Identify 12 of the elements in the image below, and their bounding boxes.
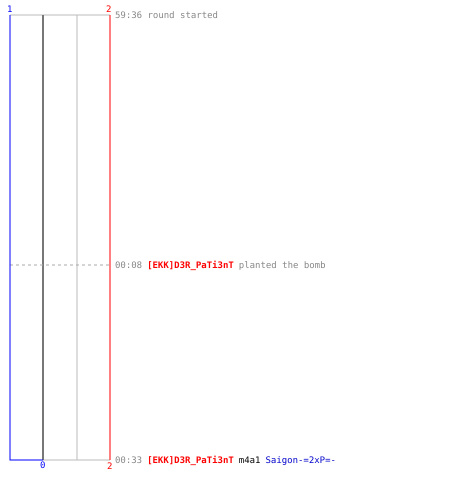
event-time: 00:33 — [115, 456, 142, 466]
event-time: 00:08 — [115, 261, 142, 271]
axis-value: 2 — [106, 5, 112, 15]
player-name: Saigon-=2xP=- — [265, 456, 336, 466]
player-name: [EKK]D3R_PaTi3nT — [147, 456, 234, 466]
axis-value: 0 — [40, 461, 46, 471]
event-text: 59:36 round started — [115, 11, 218, 21]
axis-value: 2 — [107, 462, 112, 472]
player-name: [EKK]D3R_PaTi3nT — [147, 261, 234, 271]
axis-value: 1 — [7, 5, 12, 15]
event-text: planted the bomb — [238, 261, 326, 271]
weapon-name: m4a1 — [238, 456, 260, 466]
